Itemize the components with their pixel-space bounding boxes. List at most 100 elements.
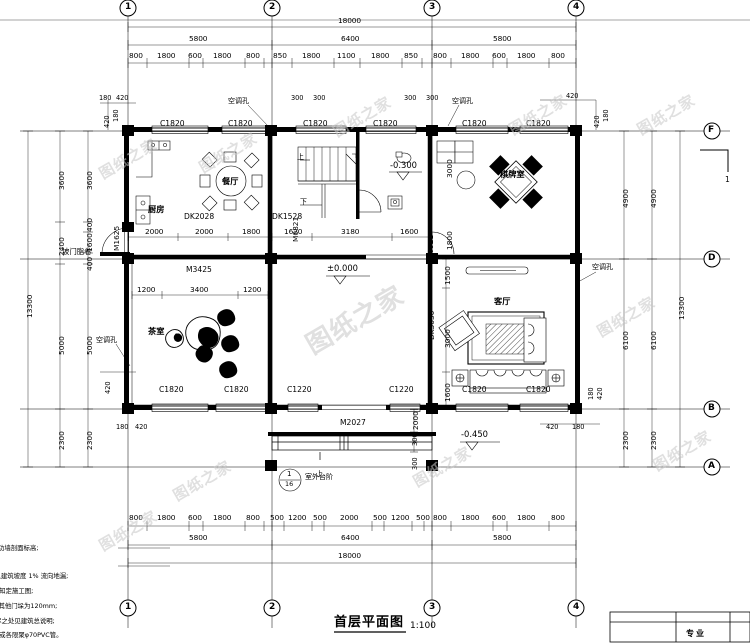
dim-int-a5: 1600 xyxy=(400,227,419,236)
dim-bot-c5: 500 xyxy=(270,513,284,522)
dim-porch-300a: 300 xyxy=(411,433,419,446)
dim-corner-tr-v-420: 420 xyxy=(593,115,601,128)
detail-bubble-top-num: 1 xyxy=(287,470,292,478)
dim-bot-c11: 500 xyxy=(416,513,430,522)
note-line-5: 及墙底或各限聚φ70PVC管。 xyxy=(0,631,63,639)
dim-left-in-4: 400 xyxy=(85,256,94,271)
dim-bot-c9: 500 xyxy=(373,513,387,522)
dim-right-in-2: 6100 xyxy=(621,331,630,350)
room-label-living: 客厅 xyxy=(494,296,511,306)
living-room-furniture xyxy=(438,266,565,394)
dim-bot-c12: 800 xyxy=(433,513,447,522)
dim-bot-c8: 2000 xyxy=(340,513,359,522)
dim-int-a1: 2000 xyxy=(195,227,214,236)
dim-bath-1800: 1800 xyxy=(445,231,454,250)
chess-room-furniture xyxy=(489,155,543,209)
interior-dimension-lines xyxy=(127,233,433,299)
corner-dim-lines xyxy=(100,99,600,425)
dim-tea-2: 1200 xyxy=(243,285,262,294)
elevation-symbols xyxy=(326,171,500,451)
dim-int-a4: 3180 xyxy=(341,227,360,236)
dim-bot-c15: 1800 xyxy=(517,513,536,522)
window-tag-top-mid-1: C1820 xyxy=(303,119,328,128)
window-tag-top-mid-2: C1820 xyxy=(373,119,398,128)
dim-top-c3: 1800 xyxy=(213,51,232,60)
door-tag-tea: M3425 xyxy=(186,265,212,274)
door-swing-bath xyxy=(358,189,382,213)
dim-int-a3: 1620 xyxy=(284,227,303,236)
dim-porch-300b: 300 xyxy=(411,457,419,470)
room-label-tearoom: 茶室 xyxy=(148,326,165,336)
grid-bubbles xyxy=(119,0,721,617)
bathroom-fixtures xyxy=(387,151,412,210)
grid-bubble-1-top: 1 xyxy=(125,2,132,12)
dim-corner-br-180: 180 xyxy=(572,423,585,431)
dim-left-mid-4: 2300 xyxy=(57,431,66,450)
dim-bot-c2: 600 xyxy=(188,513,202,522)
dim-corner-tl-180: 180 xyxy=(99,94,112,102)
titleblock xyxy=(609,611,750,643)
kitchen-fixtures xyxy=(135,140,171,225)
dim-living-3000: 3000 xyxy=(443,329,452,348)
window-tag-bot-mid-1: C1220 xyxy=(287,385,312,394)
dim-bot-c3: 1800 xyxy=(213,513,232,522)
dim-right-in-3: 2300 xyxy=(621,431,630,450)
dim-tea-0: 1200 xyxy=(137,285,156,294)
detail-bubble-bottom-num: 16 xyxy=(285,480,294,488)
dim-top-c13: 1800 xyxy=(517,51,536,60)
dim-corner-tr-420: 420 xyxy=(566,92,579,100)
dim-overall-width-bottom: 18000 xyxy=(338,551,362,560)
dim-corner-tr-v-180: 180 xyxy=(602,109,610,122)
dim-bot-c1: 1800 xyxy=(157,513,176,522)
window-tag-bot-left-1: C1820 xyxy=(159,385,184,394)
grid-bubble-2-top: 2 xyxy=(269,2,276,12)
dim-top-c12: 600 xyxy=(492,51,506,60)
dim-top-c8: 1800 xyxy=(371,51,390,60)
note-line-0: 功墙剖面标高; xyxy=(0,544,39,552)
outdoor-steps-label: 室外台阶 xyxy=(305,473,333,481)
notes-lines xyxy=(118,547,170,567)
dim-bot-c6: 1200 xyxy=(288,513,307,522)
interior-wall-lines xyxy=(127,130,577,406)
wall-openings xyxy=(124,127,568,410)
dim-overall-width-top: 18000 xyxy=(338,16,362,25)
dim-bay-bot-1: 5800 xyxy=(189,533,208,542)
dim-bay-top-2: 6400 xyxy=(341,34,360,43)
drawing-scale: 1:100 xyxy=(410,621,436,631)
dim-left-in-2: 400 xyxy=(85,217,94,232)
grid-bubble-B: B xyxy=(708,403,715,413)
dim-top-c4: 800 xyxy=(246,51,260,60)
stair-up-label: 上 xyxy=(297,153,304,161)
dim-bay-bot-3: 5800 xyxy=(493,533,512,542)
dining-furniture xyxy=(199,151,263,212)
dim-ac-left-300a: 300 xyxy=(291,94,304,102)
dim-bot-c16: 800 xyxy=(551,513,565,522)
ac-hole-label-2: 空调孔 xyxy=(452,97,473,105)
door-tag-side: M1625 xyxy=(112,225,121,251)
ac-hole-label-3: 空调孔 xyxy=(592,263,613,271)
opening-tag-dining: DK2028 xyxy=(184,212,215,221)
dim-ac-left-300b: 300 xyxy=(313,94,326,102)
elevation-outside: -0.450 xyxy=(461,429,488,439)
elevation-bathroom: -0.300 xyxy=(390,160,417,170)
dim-bot-c14: 600 xyxy=(492,513,506,522)
dim-left-in-1: 3600 xyxy=(85,171,94,190)
door-tag-main: M2027 xyxy=(340,418,366,427)
grid-bubble-D: D xyxy=(708,253,716,263)
dim-top-c5: 850 xyxy=(273,51,287,60)
dim-ac-right-300a: 300 xyxy=(404,94,417,102)
dim-corner-tl-v-420: 420 xyxy=(103,115,111,128)
window-tag-bot-right-1: C1820 xyxy=(462,385,487,394)
tearoom-furniture xyxy=(165,309,240,379)
note-line-2: 位置另知定施工图; xyxy=(0,587,34,595)
dim-bay-top-3: 5800 xyxy=(493,34,512,43)
dimension-lines xyxy=(27,26,681,564)
dim-bath-3000: 3000 xyxy=(445,159,454,178)
opening-tag-living: DK3030 xyxy=(427,310,436,340)
living-dim-lines xyxy=(442,258,450,410)
note-line-4: 注法未尽之处见建筑总说明; xyxy=(0,617,55,625)
dim-living-1600: 1600 xyxy=(443,383,452,402)
dim-right-ac-180: 180 xyxy=(587,387,595,400)
dim-right-mid-1: 4900 xyxy=(649,189,658,208)
